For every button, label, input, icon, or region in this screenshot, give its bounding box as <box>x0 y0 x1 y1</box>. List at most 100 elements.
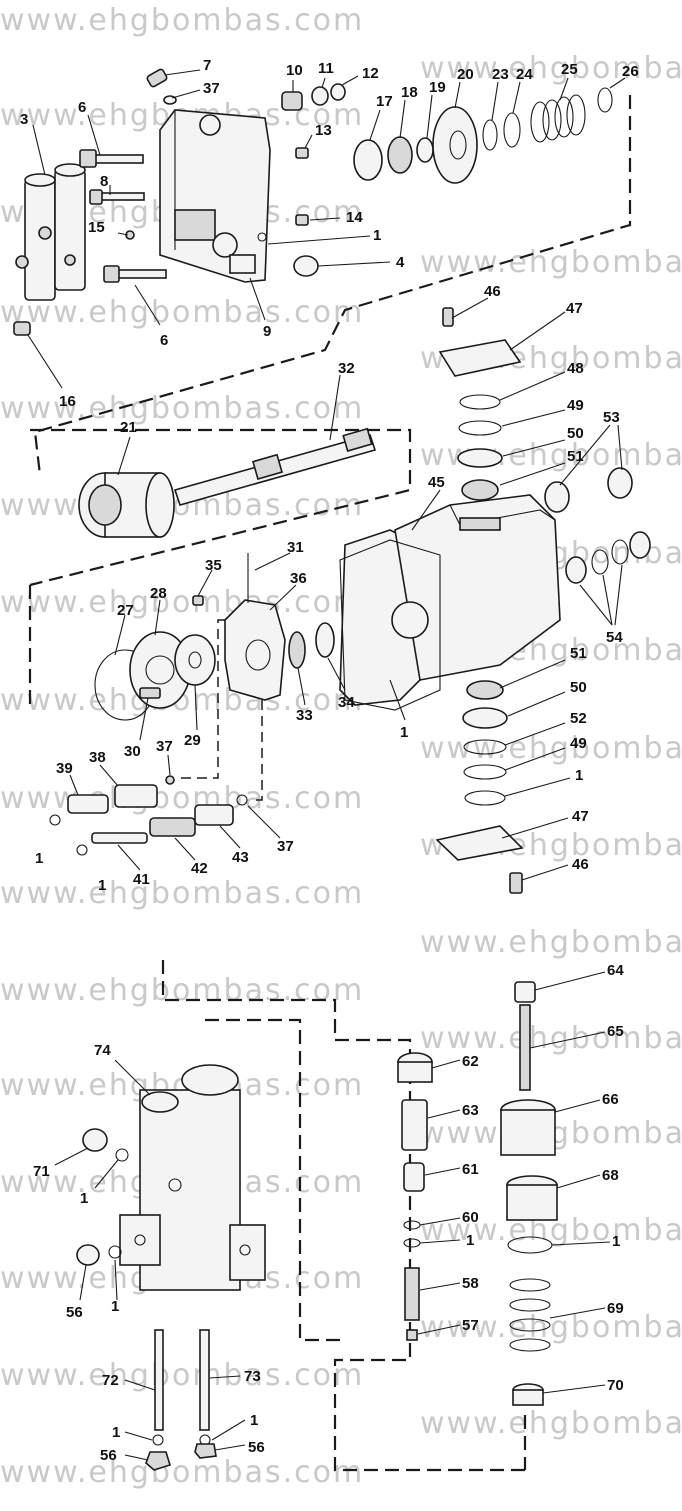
nut-part-57 <box>406 1329 418 1341</box>
watermark: www.ehgbombas.com <box>0 391 364 426</box>
label-71: 71 <box>33 1163 50 1180</box>
label-56: 56 <box>248 1439 265 1456</box>
watermark: www.ehgbombas.com <box>0 1358 364 1393</box>
label-47: 47 <box>572 808 589 825</box>
label-29: 29 <box>184 732 201 749</box>
washer-part-60 <box>403 1220 421 1230</box>
pin-part-30 <box>139 687 161 699</box>
spring-part-25 <box>530 94 586 143</box>
label-21: 21 <box>120 419 137 436</box>
label-73: 73 <box>244 1368 261 1385</box>
label-63: 63 <box>462 1102 479 1119</box>
bearing-stack-bottom <box>462 680 508 806</box>
label-70: 70 <box>607 1377 624 1394</box>
cover-plate-part-47-bottom <box>435 825 524 861</box>
label-34: 34 <box>338 694 355 711</box>
plug-part-12 <box>330 83 346 101</box>
label-37: 37 <box>156 738 173 755</box>
watermark: www.ehgbombas.com <box>420 731 682 766</box>
label-31: 31 <box>287 539 304 556</box>
gasket-part-1 <box>339 539 441 711</box>
center-stack <box>397 1052 433 1341</box>
watermark: www.ehgbombas.com <box>420 1021 682 1056</box>
top-assembly <box>13 68 613 336</box>
label-13: 13 <box>315 122 332 139</box>
poppet-part-61 <box>403 1162 425 1192</box>
label-50: 50 <box>570 679 587 696</box>
label-19: 19 <box>429 79 446 96</box>
valve-housing-part-3 <box>15 163 86 301</box>
label-49: 49 <box>567 397 584 414</box>
label-52: 52 <box>570 710 587 727</box>
ring-part-26 <box>597 87 613 113</box>
ring-part-54 <box>565 531 651 584</box>
label-12: 12 <box>362 65 379 82</box>
label-32: 32 <box>338 360 355 377</box>
label-8: 8 <box>100 173 108 190</box>
o-ring-part-1-c <box>403 1238 421 1248</box>
watermark: www.ehgbombas.com <box>0 3 364 38</box>
label-11: 11 <box>318 60 334 77</box>
label-47: 47 <box>566 300 583 317</box>
label-1: 1 <box>612 1233 620 1250</box>
label-17: 17 <box>376 93 393 110</box>
label-46: 46 <box>484 283 501 300</box>
ring-part-24 <box>503 112 521 148</box>
label-56: 56 <box>66 1304 83 1321</box>
label-1: 1 <box>250 1412 258 1429</box>
watermarks: www.ehgbombas.com www.ehgbombas.com www.… <box>0 3 682 1490</box>
label-1: 1 <box>35 850 43 867</box>
spool-row <box>49 775 248 856</box>
label-50: 50 <box>567 425 584 442</box>
label-9: 9 <box>263 323 271 340</box>
bolt-part-6 <box>79 149 167 283</box>
flange-part-20 <box>432 106 478 184</box>
gear-part-18 <box>387 136 413 174</box>
label-66: 66 <box>602 1091 619 1108</box>
nut-part-64 <box>514 981 536 1003</box>
bolt-part-8 <box>89 189 145 205</box>
bolt-part-46-bottom <box>509 872 523 894</box>
plug-part-71 <box>82 1128 129 1162</box>
seal-part-53 <box>544 467 633 513</box>
label-18: 18 <box>401 84 418 101</box>
rod-part-73 <box>194 1329 217 1459</box>
label-1: 1 <box>98 877 106 894</box>
label-48: 48 <box>567 360 584 377</box>
label-4: 4 <box>396 254 405 271</box>
watermark: www.ehgbombas.com <box>0 295 364 330</box>
rod-part-72 <box>145 1329 171 1471</box>
label-14: 14 <box>346 209 363 226</box>
valve-body-part-74 <box>119 1064 266 1291</box>
label-28: 28 <box>150 585 167 602</box>
pin-part-35 <box>192 595 204 606</box>
screw-part-4 <box>293 255 319 277</box>
plug-part-16 <box>13 321 31 336</box>
label-72: 72 <box>102 1372 119 1389</box>
label-1: 1 <box>575 767 583 784</box>
ring-part-23 <box>482 119 498 151</box>
disc-part-29 <box>174 634 216 686</box>
label-23: 23 <box>492 66 509 83</box>
pump-head-block <box>159 109 271 283</box>
label-1: 1 <box>111 1298 119 1315</box>
label-24: 24 <box>516 66 533 83</box>
seal-part-37-b <box>236 794 248 806</box>
spring-part-58 <box>404 1267 420 1321</box>
label-1: 1 <box>80 1190 88 1207</box>
watermark: www.ehgbombas.com <box>420 925 682 960</box>
label-43: 43 <box>232 849 249 866</box>
label-1: 1 <box>400 724 408 741</box>
label-65: 65 <box>607 1023 624 1040</box>
label-61: 61 <box>462 1161 479 1178</box>
label-49: 49 <box>570 735 587 752</box>
label-39: 39 <box>56 760 73 777</box>
watermark: www.ehgbombas.com <box>420 1406 682 1441</box>
label-51: 51 <box>567 448 584 465</box>
label-41: 41 <box>133 871 150 888</box>
right-stack <box>500 981 558 1406</box>
label-33: 33 <box>296 707 313 724</box>
label-10: 10 <box>286 62 303 79</box>
label-38: 38 <box>89 749 106 766</box>
